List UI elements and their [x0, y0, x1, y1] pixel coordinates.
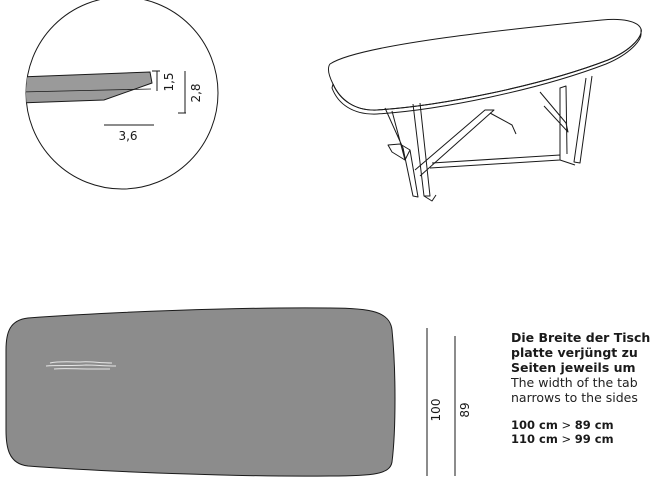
- dim-width-label: 3,6: [118, 129, 137, 143]
- tabletop-plan: [5, 307, 396, 477]
- german-line-2: platte verjüngt zu: [511, 345, 638, 360]
- wood-grain-mark: [45, 361, 117, 370]
- spec-to: 99 cm: [574, 432, 614, 446]
- tabletop-surface: [328, 18, 642, 111]
- detail-circle: [25, 0, 219, 190]
- spec-from: 100 cm: [511, 418, 558, 432]
- english-line-1: The width of the tab: [511, 375, 638, 390]
- english-line-2: narrows to the sides: [511, 390, 638, 405]
- german-line-3: Seiten jeweils um: [511, 360, 636, 375]
- spec-to: 89 cm: [574, 418, 614, 432]
- table-base: [384, 75, 593, 202]
- dim-top-label: 1,5: [162, 72, 176, 91]
- spec-separator: >: [561, 418, 572, 432]
- spec-row: 100 cm > 89 cm: [511, 418, 667, 432]
- spec-row: 110 cm > 99 cm: [511, 432, 667, 446]
- tabletop-edge-profile: [26, 71, 153, 104]
- dim-tapered-width-label: 89: [458, 402, 472, 417]
- dim-total-label: 2,8: [189, 83, 203, 102]
- width-description: Die Breite der Tisch platte verjüngt zu …: [511, 330, 667, 446]
- dim-full-width-label: 100: [429, 399, 443, 422]
- spec-list: 100 cm > 89 cm 110 cm > 99 cm: [511, 418, 667, 446]
- spec-separator: >: [561, 432, 572, 446]
- german-line-1: Die Breite der Tisch: [511, 330, 651, 345]
- spec-from: 110 cm: [511, 432, 558, 446]
